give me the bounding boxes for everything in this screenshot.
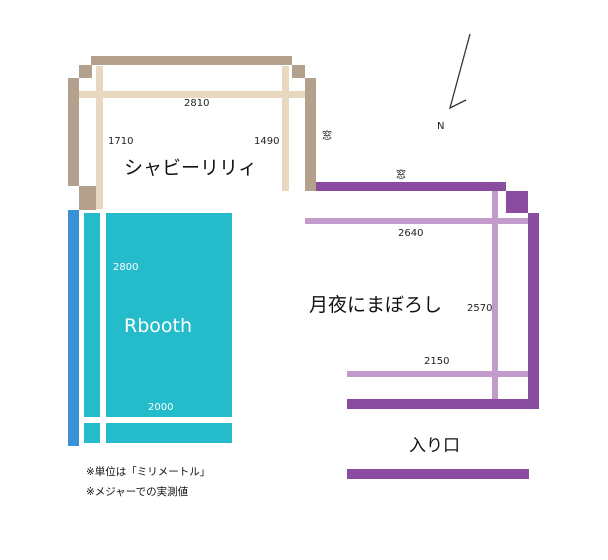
shabby-wall-left-corner (79, 186, 96, 210)
shabby-width-label: 2810 (184, 98, 210, 109)
entrance-wall (347, 469, 529, 479)
tsukiyo-booth-name: 月夜にまぼろし (309, 294, 443, 316)
tsukiyo-corner-block (506, 191, 528, 213)
tsukiyo-wall-right (528, 213, 539, 409)
shabby-inner-right (282, 66, 289, 191)
rbooth-panel-main (106, 213, 232, 417)
north-arrow-icon (448, 33, 471, 110)
shabby-right-depth-label: 1490 (254, 136, 280, 147)
shabby-left-depth-label: 1710 (108, 136, 134, 147)
shabby-wall-right (305, 78, 316, 191)
rbooth-blue-wall (68, 210, 79, 446)
tsukiyo-inner-top (305, 218, 528, 224)
north-label: N (437, 121, 445, 132)
rbooth-width-label: 2000 (148, 402, 174, 413)
shabby-booth-name: シャビーリリィ (124, 157, 258, 179)
shabby-wall-step-left (79, 65, 92, 78)
rbooth-panel-bottom (106, 423, 232, 443)
tsukiyo-wall-top (316, 182, 506, 191)
rbooth-booth-name: Rbooth (124, 315, 193, 337)
shabby-wall-top (91, 56, 292, 65)
tsukiyo-inner-width-label: 2150 (424, 356, 450, 367)
shabby-wall-left (68, 78, 79, 186)
tsukiyo-wall-bottom (347, 399, 539, 409)
tsukiyo-top-width-label: 2640 (398, 228, 424, 239)
tsukiyo-inner-right (492, 191, 498, 399)
rbooth-panel-strip-bottom (84, 423, 100, 443)
tsukiyo-inner-bottom (347, 371, 528, 377)
shabby-window-label: 窓 (322, 131, 332, 142)
note-unit: ※単位は「ミリメートル」 (86, 466, 211, 478)
rbooth-depth-label: 2800 (113, 262, 139, 273)
tsukiyo-depth-label: 2570 (467, 303, 493, 314)
entrance-label: 入り口 (409, 436, 460, 456)
shabby-inner-left (96, 66, 103, 209)
note-measured: ※メジャーでの実測値 (86, 486, 189, 498)
tsukiyo-window-label: 窓 (396, 170, 406, 181)
rbooth-panel-strip-top (84, 213, 100, 417)
shabby-inner-top (79, 91, 305, 98)
shabby-wall-step-right (292, 65, 305, 78)
